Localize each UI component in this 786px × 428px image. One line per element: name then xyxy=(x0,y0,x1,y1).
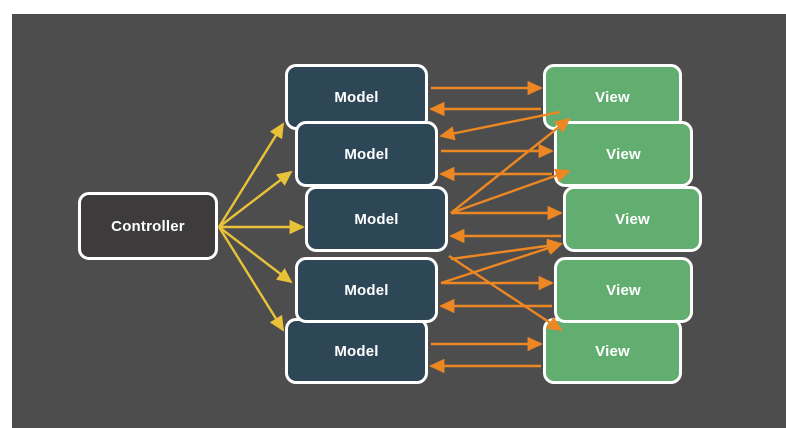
node-model-5[interactable]: Model xyxy=(285,318,428,384)
node-view-5-label: View xyxy=(595,342,630,360)
node-model-3[interactable]: Model xyxy=(305,186,448,252)
node-view-2-label: View xyxy=(606,145,641,163)
node-view-3[interactable]: View xyxy=(563,186,702,252)
node-view-5[interactable]: View xyxy=(543,318,682,384)
node-controller[interactable]: Controller xyxy=(78,192,218,260)
node-view-3-label: View xyxy=(615,210,650,228)
node-view-2[interactable]: View xyxy=(554,121,693,187)
node-model-1-label: Model xyxy=(334,88,379,106)
node-model-4-label: Model xyxy=(344,281,389,299)
node-model-3-label: Model xyxy=(354,210,399,228)
node-model-2[interactable]: Model xyxy=(295,121,438,187)
node-view-4-label: View xyxy=(606,281,641,299)
node-controller-label: Controller xyxy=(111,217,185,235)
node-view-1-label: View xyxy=(595,88,630,106)
node-view-4[interactable]: View xyxy=(554,257,693,323)
node-model-2-label: Model xyxy=(344,145,389,163)
node-model-1[interactable]: Model xyxy=(285,64,428,130)
node-model-4[interactable]: Model xyxy=(295,257,438,323)
node-model-5-label: Model xyxy=(334,342,379,360)
